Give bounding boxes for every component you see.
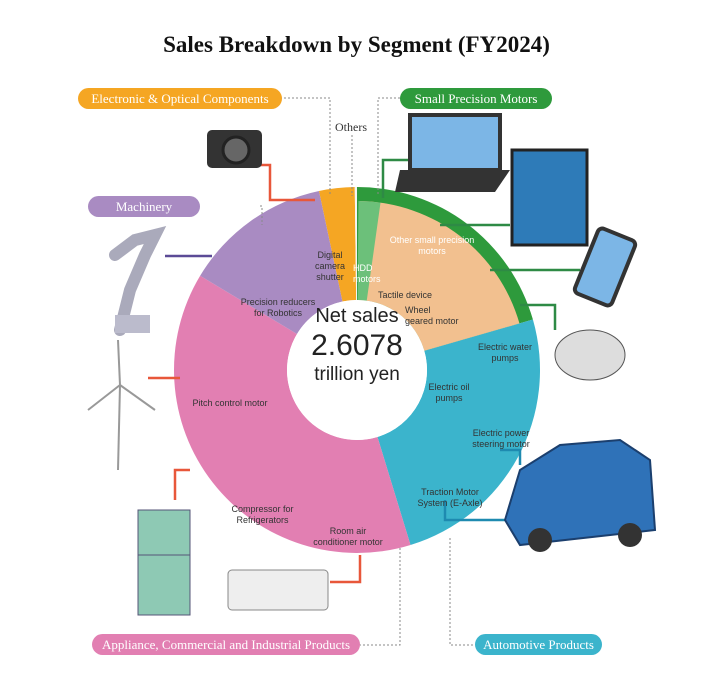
net-sales-unit: trillion yen	[314, 364, 400, 385]
arrow-to-robot-vacuum	[520, 303, 557, 330]
product-wheel-geared: Wheel geared motor	[405, 305, 459, 326]
segment-automotive	[377, 319, 541, 546]
segment-label-small-motors: Small Precision Motors	[400, 88, 552, 109]
product-water-pumps: Electric water pumps	[477, 342, 532, 363]
product-other-small: Other small precision motors	[389, 235, 475, 256]
camera-icon	[207, 130, 262, 168]
refrigerator-icon	[137, 509, 191, 616]
robot-vacuum-icon	[554, 329, 626, 381]
product-oil-pumps: Electric oil pumps	[428, 382, 470, 403]
server-icon	[510, 148, 589, 247]
arrow-to-aircon	[330, 555, 362, 584]
product-compressor: Compressor for Refrigerators	[231, 504, 294, 525]
segment-label-electronic: Electronic & Optical Components	[78, 88, 282, 109]
car-icon	[503, 438, 657, 552]
robot-arm-icon	[109, 226, 167, 336]
product-room-air: Room air conditioner motor	[313, 526, 383, 547]
arrow-to-fridge	[173, 468, 190, 500]
product-pitch-control: Pitch control motor	[192, 398, 268, 408]
net-sales-label: Net sales	[315, 305, 399, 327]
net-sales-center: Net sales 2.6078 trillion yen	[292, 305, 422, 386]
air-conditioner-icon	[227, 569, 329, 611]
segment-electronic	[318, 187, 357, 302]
segment-label-appliance: Appliance, Commercial and Industrial Pro…	[92, 634, 360, 655]
page-title: Sales Breakdown by Segment (FY2024)	[163, 32, 550, 57]
segment-others	[354, 187, 357, 301]
wind-turbine-icon	[87, 339, 156, 471]
segment-appliance	[173, 275, 411, 553]
segment-label-automotive: Automotive Products	[475, 634, 602, 655]
segment-machinery	[200, 190, 343, 334]
segment-label-machinery: Machinery	[88, 196, 200, 217]
product-tactile: Tactile device	[377, 290, 433, 300]
product-hdd: HDD motors	[353, 263, 381, 284]
laptop-icon	[395, 113, 510, 192]
product-traction-motor: Traction Motor System (E-Axle)	[417, 487, 483, 508]
smartphone-icon	[572, 226, 638, 308]
product-precision-reducers: Precision reducers for Robotics	[240, 297, 316, 318]
center-hole	[287, 300, 427, 440]
arrow-to-laptop	[381, 158, 410, 198]
arrow-to-car	[443, 448, 522, 522]
product-camera-shutter: Digital camera shutter	[314, 250, 345, 282]
segment-hdd-motors	[357, 201, 381, 301]
net-sales-value: 2.6078	[311, 329, 403, 362]
product-eps-motor: Electric power steering motor	[472, 428, 530, 449]
segment-other-small-motors	[358, 201, 520, 351]
segment-label-others: Others	[335, 120, 367, 134]
